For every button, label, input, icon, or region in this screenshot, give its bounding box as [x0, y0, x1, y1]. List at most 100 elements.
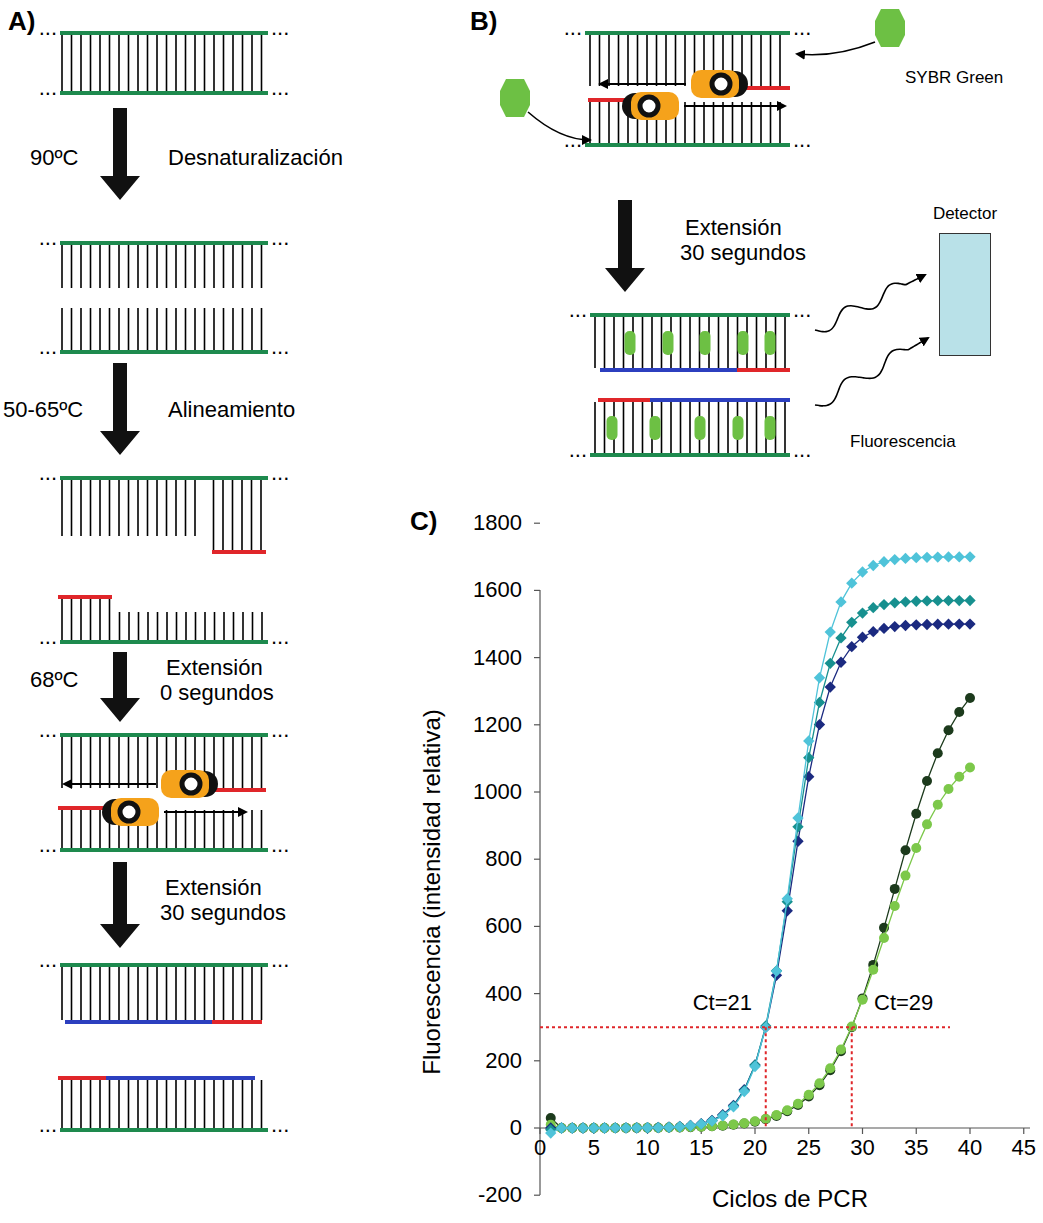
base-pair-tick	[727, 402, 729, 453]
continuation-dots-slot: ...	[39, 460, 57, 485]
base-pair-tick	[137, 35, 139, 91]
data-point	[643, 1123, 653, 1133]
base-pair-tick	[71, 967, 73, 1020]
base-pair-tick	[242, 737, 244, 788]
fluorescence-wave	[815, 338, 928, 406]
base-pair-tick	[90, 1080, 92, 1128]
data-point	[685, 1120, 696, 1131]
step-name: Extensión 30 segundos	[160, 875, 289, 926]
y-tick	[534, 1060, 540, 1061]
data-point	[943, 595, 954, 606]
x-tick-label-slot: 15	[689, 1135, 713, 1160]
x-tick-label-slot: 40	[958, 1135, 982, 1160]
data-point	[932, 619, 943, 630]
data-point	[728, 1101, 739, 1112]
base-pair-tick	[147, 967, 149, 1020]
base-pair-tick	[80, 967, 82, 1020]
dna-strand	[585, 31, 790, 35]
data-point	[868, 965, 878, 975]
continuation-dots: ...	[271, 334, 289, 359]
y-tick-label: 1000	[473, 779, 522, 804]
y-tick-label: -200	[478, 1183, 522, 1208]
data-point	[932, 551, 943, 562]
base-pair-tick	[242, 967, 244, 1020]
data-point	[717, 1110, 728, 1121]
base-pair-tick	[760, 102, 762, 143]
data-point	[696, 1118, 707, 1129]
dna-strand	[60, 1128, 268, 1132]
continuation-dots: ...	[271, 1112, 289, 1137]
ct-value-slot: Ct=29	[874, 990, 933, 1015]
data-point	[599, 1122, 610, 1133]
data-point	[750, 1116, 760, 1126]
data-point	[911, 843, 921, 853]
data-point	[674, 1121, 685, 1132]
data-point	[911, 596, 922, 607]
base-pair-tick	[138, 612, 140, 640]
amplification-curve	[551, 768, 970, 1128]
y-axis-title-slot: Fluorescencia (intensidad relativa)	[418, 709, 446, 1075]
data-point	[674, 1121, 685, 1132]
data-point	[965, 693, 975, 703]
base-pair-tick	[175, 480, 177, 536]
data-point	[696, 1118, 707, 1129]
x-tick-label: 45	[1012, 1135, 1036, 1160]
base-pair-tick	[642, 402, 644, 453]
base-pair-tick	[223, 737, 225, 788]
dna-strand	[650, 398, 790, 402]
data-point	[599, 1122, 610, 1133]
data-point	[674, 1121, 685, 1132]
data-point	[868, 560, 879, 571]
base-pair-tick	[185, 480, 187, 536]
continuation-dots-slot: ...	[39, 334, 57, 359]
amplification-curve	[551, 624, 970, 1128]
base-pair-tick	[185, 245, 187, 288]
data-point	[557, 1123, 567, 1133]
data-point	[782, 1105, 792, 1115]
data-point	[922, 776, 932, 786]
continuation-dots: ...	[564, 15, 582, 40]
data-point	[631, 1122, 642, 1133]
base-pair-tick	[156, 737, 158, 788]
continuation-dots-slot: ...	[39, 225, 57, 250]
base-pair-tick	[261, 245, 263, 288]
base-pair-tick	[80, 308, 82, 350]
base-pair-tick	[261, 737, 263, 788]
data-point	[857, 607, 868, 618]
polymerase-ring	[120, 803, 138, 821]
data-point	[739, 1118, 749, 1128]
data-point	[642, 1122, 653, 1133]
base-pair-tick	[128, 308, 130, 350]
base-pair-tick	[260, 480, 262, 550]
base-pair-tick	[251, 737, 253, 788]
base-pair-tick	[251, 308, 253, 350]
x-tick	[808, 1128, 809, 1134]
dna-strand	[598, 398, 650, 402]
base-pair-tick	[594, 402, 596, 453]
base-pair-tick	[137, 480, 139, 536]
continuation-dots: ...	[39, 334, 57, 359]
x-tick-label-slot: 45	[1012, 1135, 1036, 1160]
base-pair-tick	[242, 245, 244, 288]
y-tick-label: 800	[485, 847, 522, 872]
data-point	[943, 551, 954, 562]
base-pair-tick	[656, 35, 658, 86]
bound-sybr-green	[733, 416, 744, 440]
y-axis	[539, 590, 540, 1195]
data-point	[954, 618, 965, 629]
base-pair-tick	[99, 35, 101, 91]
base-pair-tick	[80, 35, 82, 91]
base-pair-tick	[118, 308, 120, 350]
data-point	[631, 1122, 642, 1133]
base-pair-tick	[61, 967, 63, 1020]
base-pair-tick	[119, 612, 121, 640]
data-point	[729, 1120, 739, 1130]
base-pair-tick	[71, 1080, 73, 1128]
base-pair-tick	[756, 402, 758, 453]
y-tick	[534, 1127, 540, 1128]
data-point	[835, 632, 846, 643]
base-pair-tick	[599, 102, 601, 143]
base-pair-tick	[223, 245, 225, 288]
base-pair-tick	[156, 1080, 158, 1128]
